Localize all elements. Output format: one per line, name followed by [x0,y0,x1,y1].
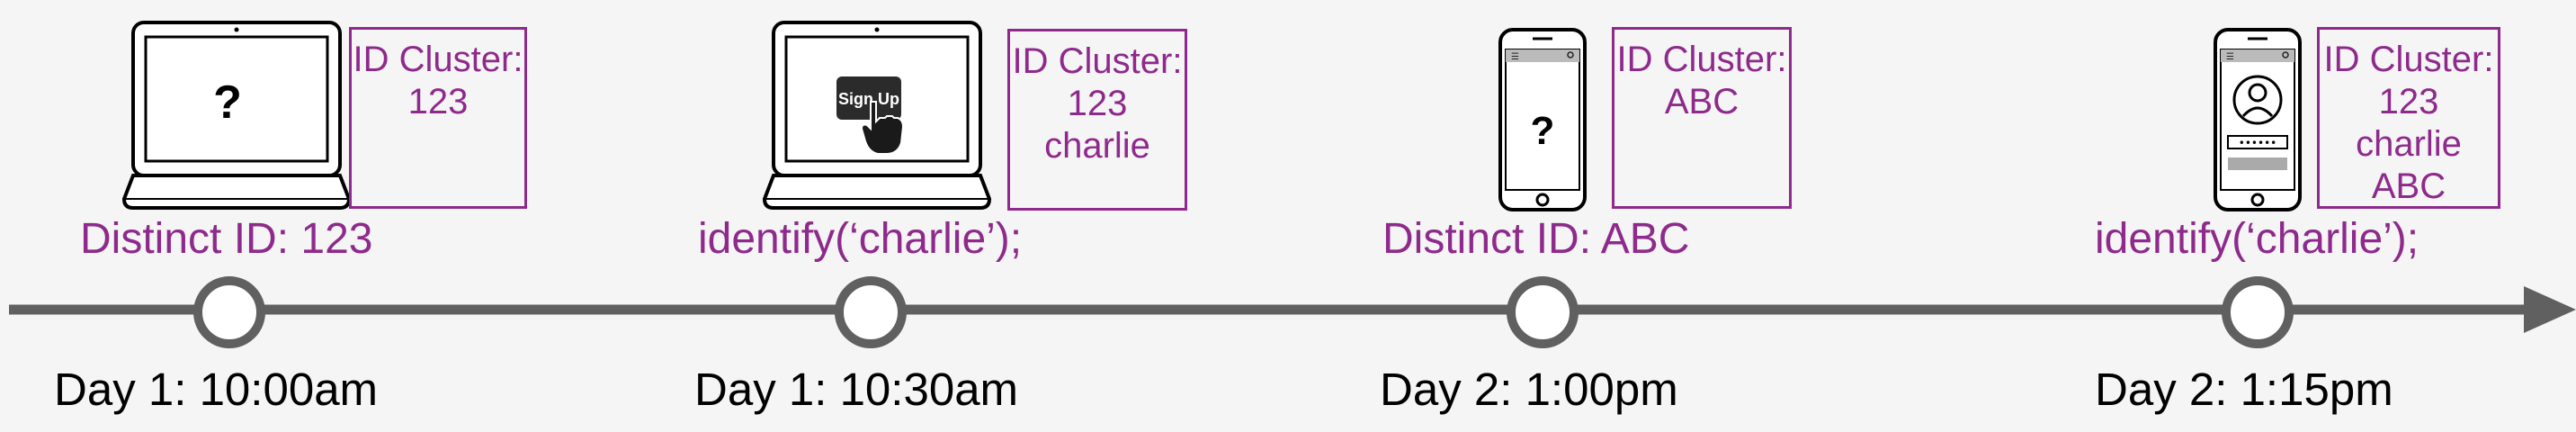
svg-text:☰: ☰ [1511,52,1519,62]
time-label: Day 2: 1:00pm [1380,364,1678,415]
time-label: Day 1: 10:00am [54,364,379,415]
unknown-screen-question-mark: ? [1531,109,1555,153]
id-cluster-box: ID Cluster: 123 charlie ABC [2317,27,2500,209]
id-cluster-id: ABC [2371,166,2446,206]
timeline-arrowhead [2524,286,2576,333]
signup-button-text: Sign Up [838,90,899,108]
signup-button-icon: Sign Up [836,76,901,120]
time-label: Day 1: 10:30am [694,364,1019,415]
id-cluster-id: ABC [1664,82,1740,122]
laptop-icon: Sign Up [762,21,992,210]
user-avatar-icon [2232,75,2283,125]
id-cluster-id: 123 [407,82,469,122]
password-field [2227,135,2288,149]
id-cluster-id: 123 [2378,82,2439,122]
id-cluster-id: charlie [2356,124,2462,164]
login-button [2228,158,2287,170]
phone-icon: ☰ •••••• [2214,28,2302,212]
id-cluster-box: ID Cluster: 123 charlie [1007,29,1187,211]
timeline-node-4 [2222,276,2294,348]
laptop-icon: ? [121,21,352,210]
password-dots: •••••• [2239,137,2276,149]
id-cluster-id: 123 [1067,84,1128,123]
event-label-identify: identify(‘charlie’); [698,215,1023,263]
svg-text:☰: ☰ [2226,52,2234,62]
timeline-node-3 [1507,276,1579,348]
id-cluster-title: ID Cluster: [353,40,523,79]
unknown-screen-question-mark: ? [213,76,242,129]
event-label-distinct-id: Distinct ID: 123 [80,215,373,263]
id-cluster-title: ID Cluster: [2323,40,2494,79]
timeline-node-2 [835,276,907,348]
event-label-distinct-id: Distinct ID: ABC [1382,215,1690,263]
time-label: Day 2: 1:15pm [2095,364,2393,415]
id-cluster-title: ID Cluster: [1616,40,1787,79]
timeline-node-1 [193,276,265,348]
id-cluster-box: ID Cluster: ABC [1612,27,1792,209]
id-cluster-title: ID Cluster: [1012,41,1183,81]
phone-icon: ☰ ? [1498,28,1587,212]
id-cluster-box: ID Cluster: 123 [349,27,527,209]
pointing-hand-icon [860,101,905,155]
id-cluster-id: charlie [1044,126,1150,166]
event-label-identify: identify(‘charlie’); [2095,215,2419,263]
